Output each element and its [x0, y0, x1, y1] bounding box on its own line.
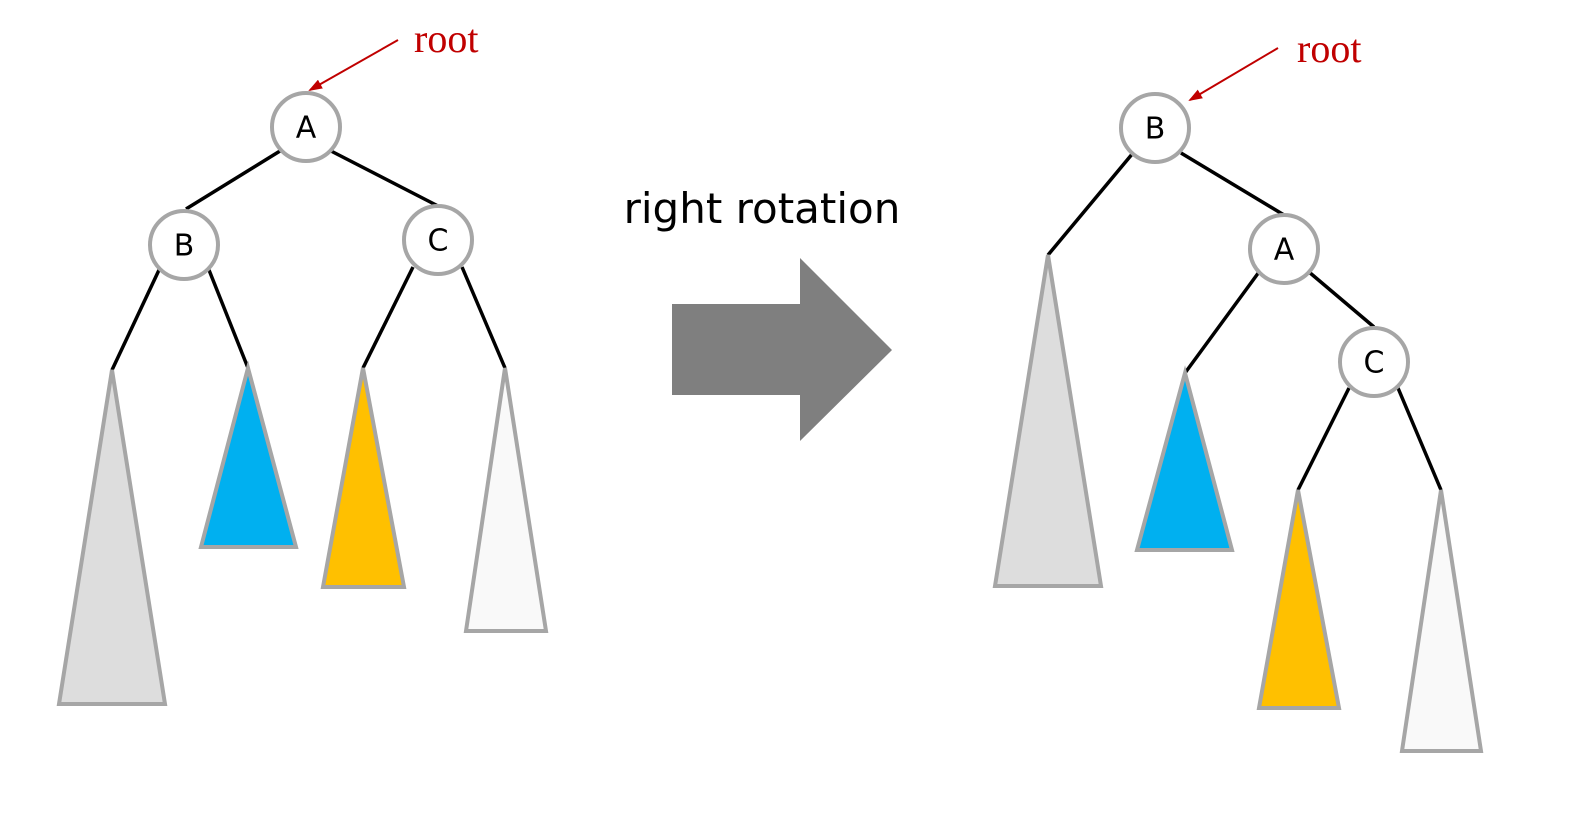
node-a: A — [270, 91, 342, 163]
root-arrow-after — [1188, 47, 1279, 102]
edge-c-white — [460, 266, 507, 369]
node-label: A — [296, 111, 317, 146]
tree-after: B A C root — [992, 26, 1484, 753]
transition: right rotation — [624, 184, 901, 441]
edge-b-gray — [110, 269, 161, 371]
node-b: B — [1119, 92, 1191, 164]
edge-b-blue — [207, 269, 250, 369]
node-a: A — [1248, 213, 1320, 285]
node-label: C — [1364, 346, 1385, 381]
edge-a-c — [1307, 270, 1376, 329]
edge-a-c — [330, 149, 439, 208]
edge-a-b — [185, 149, 281, 211]
node-c: C — [402, 204, 474, 276]
root-label-before: root — [414, 16, 478, 61]
operation-label: right rotation — [624, 184, 901, 233]
subtree-yellow — [1256, 489, 1342, 710]
node-b: B — [148, 209, 220, 281]
node-c: C — [1338, 326, 1410, 398]
subtree-gray — [56, 369, 168, 706]
edge-c-yellow — [361, 266, 415, 369]
subtree-yellow — [320, 367, 407, 589]
tree-before: A B C root — [56, 16, 549, 706]
subtree-blue — [1134, 365, 1235, 552]
edge-b-gray — [1046, 151, 1135, 257]
root-arrow-before — [308, 39, 399, 91]
node-label: B — [1145, 112, 1166, 147]
subtree-gray — [992, 254, 1104, 588]
right-arrow-icon — [672, 258, 892, 441]
edge-b-a — [1180, 151, 1285, 217]
node-label: B — [174, 229, 195, 264]
node-label: C — [428, 224, 449, 259]
edge-c-yellow — [1296, 387, 1351, 491]
edge-a-blue — [1183, 270, 1261, 375]
edge-c-white — [1396, 387, 1443, 491]
subtree-white — [463, 367, 549, 633]
node-label: A — [1274, 233, 1295, 268]
subtree-white — [1399, 489, 1484, 753]
subtree-blue — [198, 360, 299, 549]
root-label-after: root — [1297, 26, 1361, 71]
